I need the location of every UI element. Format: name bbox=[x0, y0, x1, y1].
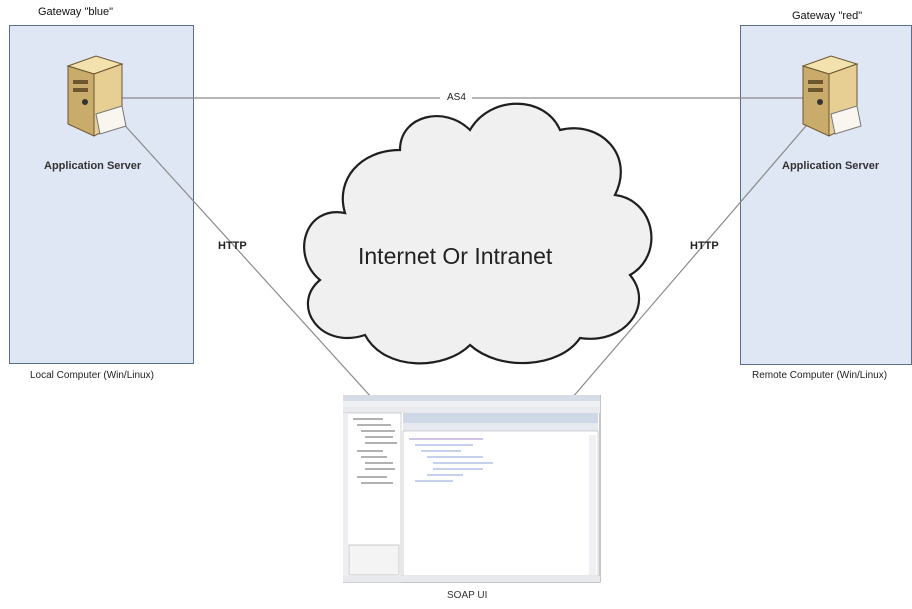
http-link-left bbox=[99, 97, 373, 399]
http-link-right bbox=[571, 97, 831, 399]
local-computer-box bbox=[9, 25, 194, 364]
as4-label: AS4 bbox=[447, 92, 466, 103]
local-computer-label: Local Computer (Win/Linux) bbox=[30, 370, 154, 381]
http-label-left: HTTP bbox=[218, 240, 247, 252]
remote-computer-label: Remote Computer (Win/Linux) bbox=[752, 370, 888, 381]
http-label-right: HTTP bbox=[690, 240, 719, 252]
app-server-label-left: Application Server bbox=[44, 160, 142, 172]
server-icon-left bbox=[66, 55, 127, 137]
cloud-label: Internet Or Intranet bbox=[358, 243, 553, 269]
soapui-screenshot-thumbnail bbox=[343, 395, 601, 583]
soapui-label: SOAP UI bbox=[447, 590, 488, 601]
server-icon-right bbox=[801, 55, 862, 137]
gateway-red-title: Gateway "red" bbox=[792, 10, 863, 22]
cloud-shape bbox=[303, 102, 653, 365]
as4-label-bg bbox=[440, 91, 472, 105]
gateway-blue-title: Gateway "blue" bbox=[38, 6, 114, 18]
app-server-label-right: Application Server bbox=[782, 160, 880, 172]
